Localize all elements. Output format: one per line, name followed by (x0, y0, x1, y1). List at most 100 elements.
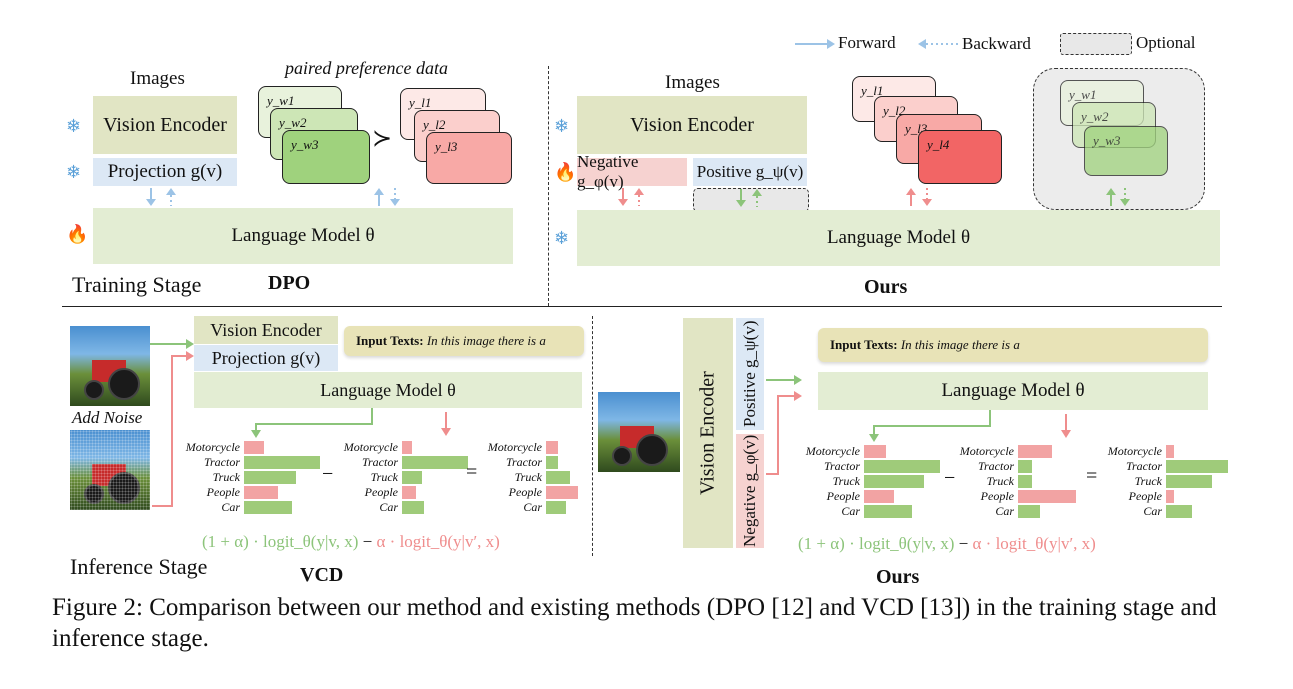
ours-positive-projection: Positive g_ψ(v) (693, 158, 807, 186)
divider (592, 316, 593, 556)
logit-bar (1166, 460, 1228, 473)
bar-category-label: People (508, 485, 542, 499)
bar-category-label: Truck (514, 470, 542, 484)
loser-card: y_l4 (918, 130, 1002, 184)
ours-vision-encoder-vertical: Vision Encoder (683, 318, 733, 548)
add-noise-label: Add Noise (72, 408, 143, 427)
logit-bar (244, 441, 264, 454)
formula-operator: − (954, 534, 973, 553)
snowflake-icon: ❄ (554, 228, 570, 248)
backward-arrow-icon (752, 189, 762, 207)
dpo-vision-encoder: Vision Encoder (93, 96, 237, 154)
bar-category-label: Tractor (823, 459, 860, 473)
bar-category-label: Truck (370, 470, 398, 484)
bar-category-label: Truck (986, 474, 1014, 488)
legend-forward: Forward (838, 33, 896, 52)
figure-caption: Figure 2: Comparison between our method … (52, 594, 1217, 652)
bar-category-label: People (364, 485, 398, 499)
backward-arrow-icon (166, 188, 176, 206)
logit-bar (864, 475, 924, 488)
logit-bar (1166, 475, 1212, 488)
dpo-label: DPO (268, 272, 311, 294)
logit-bar (546, 486, 578, 499)
inference-stage-label: Inference Stage (70, 554, 208, 579)
bar-category-label: Motorcycle (959, 444, 1014, 458)
ours-inference-label: Ours (876, 566, 920, 588)
logit-bar (1018, 490, 1076, 503)
logit-bar (864, 445, 886, 458)
bar-category-label: Car (841, 504, 860, 518)
logit-bar (864, 490, 894, 503)
vcd-label: VCD (300, 564, 344, 586)
optional-region (693, 188, 809, 212)
ours-formula: (1 + α) · logit_θ(y|v, x) − α · logit_θ(… (798, 534, 1096, 554)
input-prefix: Input Texts: (356, 333, 424, 348)
minus-sign: − (944, 467, 956, 489)
bar-category-label: Motorcycle (343, 440, 398, 454)
tractor-image (70, 326, 150, 406)
dpo-projection: Projection g(v) (93, 158, 237, 186)
logit-bar (546, 501, 566, 514)
ours-training-label: Ours (864, 276, 908, 298)
logit-bar (244, 486, 278, 499)
forward-arrow-icon (374, 188, 384, 206)
bar-category-label: People (980, 489, 1014, 503)
logit-bar (1018, 445, 1052, 458)
flow-arrow (766, 375, 802, 475)
paired-data-label: paired preference data (285, 58, 448, 78)
input-text: In this image there is a (426, 333, 546, 348)
forward-arrow-icon (618, 188, 628, 206)
forward-arrow-icon (795, 39, 835, 49)
tractor-image (598, 392, 680, 472)
formula-negative: α · logit_θ(y|v′, x) (972, 534, 1096, 553)
bar-category-label: People (206, 485, 240, 499)
logit-bar (864, 505, 912, 518)
bar-category-label: Truck (832, 474, 860, 488)
bar-category-label: Car (1143, 504, 1162, 518)
ours-language-model-inference: Language Model θ (818, 372, 1208, 410)
logit-bar (402, 456, 468, 469)
forward-arrow-icon (906, 188, 916, 206)
logit-bar (1166, 445, 1174, 458)
bar-category-label: People (1128, 489, 1162, 503)
ours-negative-vertical: Negative g_φ(v) (736, 434, 764, 548)
forward-arrow-icon (1106, 188, 1116, 206)
logit-bar (244, 471, 296, 484)
prefer-symbol: ≻ (372, 126, 393, 152)
dpo-images-label: Images (130, 68, 185, 89)
formula-operator: − (358, 532, 377, 551)
vcd-formula: (1 + α) · logit_θ(y|v, x) − α · logit_θ(… (202, 532, 500, 552)
logit-bar (1166, 505, 1192, 518)
bar-category-label: Car (379, 500, 398, 514)
backward-arrow-icon (390, 188, 400, 206)
backward-arrow-icon (1120, 188, 1130, 206)
backward-arrow-icon (634, 188, 644, 206)
logit-bar (244, 501, 292, 514)
bar-category-label: Motorcycle (805, 444, 860, 458)
bar-category-label: Motorcycle (185, 440, 240, 454)
dpo-language-model: Language Model θ (93, 208, 513, 264)
backward-arrow-icon (918, 39, 958, 49)
logit-bar (546, 471, 570, 484)
logit-bar (244, 456, 320, 469)
equals-sign: = (1086, 465, 1098, 487)
backward-arrow-icon (922, 188, 932, 206)
logit-bar (1018, 475, 1032, 488)
vcd-vision-encoder: Vision Encoder (194, 316, 338, 344)
logit-bar (546, 441, 558, 454)
ours-negative-projection: Negative g_φ(v) (577, 152, 687, 191)
training-stage-label: Training Stage (72, 272, 202, 297)
stage-divider (62, 306, 1222, 307)
vcd-language-model: Language Model θ (194, 372, 582, 408)
input-text: In this image there is a (900, 337, 1020, 352)
divider (548, 66, 549, 306)
bar-category-label: Tractor (361, 455, 398, 469)
bar-category-label: Car (995, 504, 1014, 518)
snowflake-icon: ❄ (66, 116, 82, 136)
forward-arrow-icon (736, 189, 746, 207)
logit-bar (402, 501, 424, 514)
vcd-projection: Projection g(v) (194, 345, 338, 371)
ours-images-label: Images (665, 72, 720, 93)
legend-backward: Backward (962, 34, 1031, 53)
vcd-input-texts: Input Texts: In this image there is a (344, 326, 584, 356)
